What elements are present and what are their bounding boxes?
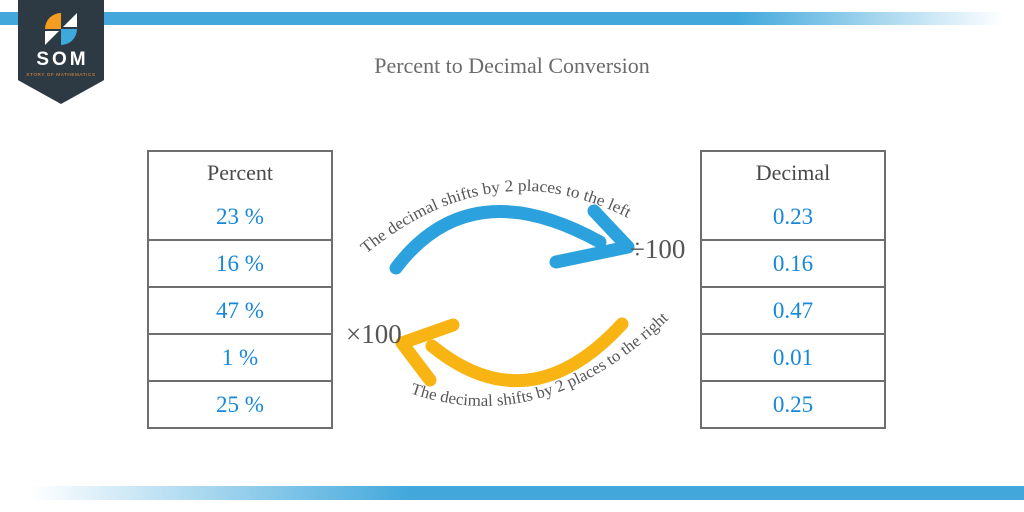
multiply-arrow-curve <box>425 317 629 388</box>
percent-table-cell: 25 % <box>149 380 331 427</box>
divide-operation-label: ÷100 <box>630 234 685 264</box>
percent-table-header: Percent <box>207 160 273 185</box>
percent-table-cell: 23 % <box>216 203 264 229</box>
logo-white-triangle-top <box>63 13 77 27</box>
som-logo-banner[interactable]: SOM STORY OF MATHEMATICS <box>18 0 104 104</box>
percent-table-cell: 16 % <box>149 239 331 286</box>
percent-table-cell: 47 % <box>149 286 331 333</box>
decimal-table-cell: 0.47 <box>702 286 884 333</box>
decimal-table-cell: 0.16 <box>702 239 884 286</box>
multiply-operation-label: ×100 <box>346 319 402 349</box>
percent-table: Percent 23 % 16 %47 %1 %25 % <box>147 150 333 429</box>
decimal-table-cell: 0.25 <box>702 380 884 427</box>
page-title: Percent to Decimal Conversion <box>374 53 650 78</box>
logo-white-triangle-bottom <box>45 31 59 45</box>
som-logo-icon <box>45 13 77 45</box>
percent-table-body: 23 % 16 %47 %1 %25 % <box>149 194 331 427</box>
logo-subtext: STORY OF MATHEMATICS <box>26 72 96 77</box>
decimal-table-cell: 0.23 <box>772 203 814 229</box>
percent-table-cell: 1 % <box>149 333 331 380</box>
multiply-arrow-head <box>395 318 460 387</box>
divide-arrow-curve <box>389 205 607 275</box>
logo-blue-quarter <box>61 29 77 45</box>
divide-arrow-head <box>549 204 635 269</box>
decimal-table-cell: 0.01 <box>702 333 884 380</box>
logo-orange-quarter <box>45 13 61 29</box>
bottom-accent-bar <box>0 486 1024 500</box>
top-accent-bar <box>0 12 1024 25</box>
logo-wordmark: SOM <box>36 49 89 70</box>
decimal-table-header: Decimal <box>755 160 831 185</box>
